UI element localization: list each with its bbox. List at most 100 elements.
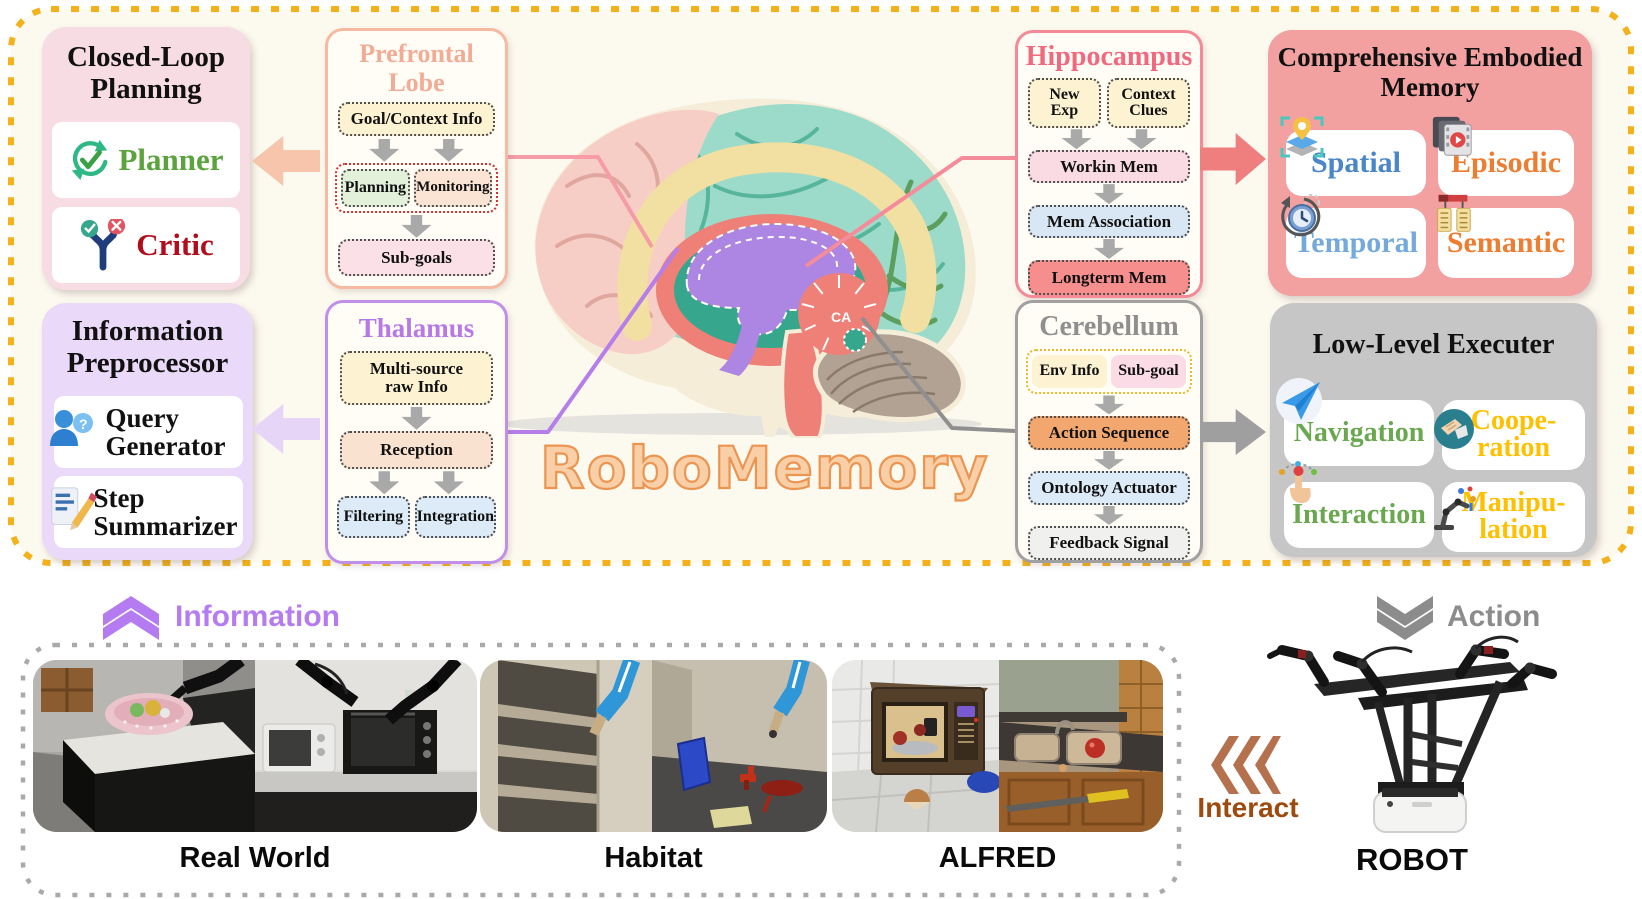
- multi-source-chip: Multi-source raw Info: [340, 351, 493, 406]
- reception-chip: Reception: [340, 431, 493, 470]
- cerebellum-box: Cerebellum Env Info Sub-goal Action Sequ…: [1015, 300, 1203, 563]
- down-arrow: [433, 138, 464, 162]
- embodied-memory-box: Comprehensive Embodied Memory Spatial: [1268, 30, 1592, 296]
- filtering-chip: Filtering: [337, 496, 410, 539]
- real-world-caption: Real World: [179, 842, 331, 874]
- user-question-icon: ?: [46, 404, 98, 461]
- action-down-chevrons-icon: [1377, 596, 1433, 640]
- monitoring-chip: Monitoring: [413, 169, 492, 208]
- closed-loop-planning-box: Closed-Loop Planning Planner: [42, 27, 250, 290]
- sub-goals-chip: Sub-goals: [338, 239, 495, 277]
- brain-illustration: CA: [502, 98, 982, 438]
- robomemory-logo: RoboMemory: [539, 433, 990, 503]
- information-preprocessor-box: Information Preprocessor ? Query Generat…: [42, 303, 253, 560]
- goal-context-chip: Goal/Context Info: [338, 102, 495, 137]
- robot-caption: ROBOT: [1356, 842, 1468, 877]
- down-arrow: [401, 214, 432, 238]
- low-level-executer-box: Low-Level Executer Navigation Co: [1270, 303, 1597, 557]
- robot-illustration: [1267, 635, 1557, 833]
- notes-icon: [1430, 192, 1476, 244]
- cooperation-cell: Coope- ration: [1434, 400, 1585, 470]
- longterm-mem-chip: Longterm Mem: [1028, 259, 1190, 295]
- spatial-label: Spatial: [1310, 145, 1402, 179]
- semantic-cell: Semantic: [1437, 194, 1574, 278]
- down-arrow: [1094, 505, 1124, 525]
- robot-arm-icon: [1430, 458, 1478, 538]
- step-summarizer-label: Step Summarizer: [93, 482, 238, 541]
- touch-icon: [1274, 458, 1322, 512]
- cooperation-label: Coope- ration: [1470, 405, 1557, 463]
- temporal-label: Temporal: [1294, 225, 1418, 259]
- new-exp-chip: New Exp: [1028, 78, 1101, 129]
- thalamus-outputs-row: Filtering Integration: [337, 496, 496, 539]
- manipulation-cell: Manipu- lation: [1434, 482, 1585, 552]
- interact-label: Interact: [1197, 792, 1299, 823]
- planning-chip: Planning: [341, 169, 410, 208]
- real-world-photo-1: [33, 660, 255, 832]
- down-arrow: [1094, 450, 1124, 470]
- action-label: Action: [1447, 600, 1541, 633]
- mem-association-chip: Mem Association: [1028, 204, 1190, 239]
- critic-card: Critic: [52, 207, 240, 283]
- memory-title: Comprehensive Embodied Memory: [1277, 42, 1583, 103]
- cerebellum-title: Cerebellum: [1039, 311, 1179, 342]
- real-world-photos: [33, 660, 477, 832]
- down-arrow: [1061, 129, 1092, 150]
- habitat-photo-1: [480, 660, 652, 832]
- integration-chip: Integration: [414, 496, 496, 539]
- environments-dashed-box: [20, 642, 1182, 898]
- ontology-actuator-chip: Ontology Actuator: [1028, 470, 1190, 505]
- information-up-chevrons-icon: [103, 596, 159, 640]
- thalamus-title: Thalamus: [358, 313, 475, 343]
- executer-title: Low-Level Executer: [1312, 329, 1555, 360]
- habitat-photo-2: [652, 660, 827, 832]
- down-arrow: [401, 406, 432, 430]
- sub-goal-chip: Sub-goal: [1111, 355, 1186, 389]
- prefrontal-lobe-box: Prefrontal Lobe Goal/Context Info Planni…: [325, 28, 508, 289]
- context-clues-chip: Context Clues: [1106, 78, 1190, 129]
- interaction-cell: Interaction: [1279, 461, 1434, 548]
- workin-mem-chip: Workin Mem: [1028, 150, 1190, 184]
- info-preprocessor-title: Information Preprocessor: [66, 315, 229, 380]
- spatial-cell: Spatial: [1280, 116, 1426, 196]
- paper-plane-icon: [1272, 374, 1326, 434]
- feedback-signal-chip: Feedback Signal: [1028, 526, 1190, 561]
- cerebellum-inputs-group: Env Info Sub-goal: [1026, 349, 1192, 395]
- down-arrow: [1094, 239, 1124, 260]
- habitat-caption: Habitat: [604, 842, 703, 874]
- step-summarizer-card: Step Summarizer: [51, 476, 243, 548]
- note-pencil-icon: [46, 484, 98, 541]
- prefrontal-title: Prefrontal Lobe: [359, 39, 474, 98]
- ca-label: CA: [831, 309, 851, 325]
- loop-check-icon: [68, 138, 112, 182]
- real-world-photo-2: [255, 660, 477, 832]
- alfred-photos: [832, 660, 1163, 832]
- map-pin-layers-icon: [1278, 114, 1326, 168]
- episodic-cell: Episodic: [1432, 116, 1574, 196]
- navigation-cell: Navigation: [1276, 378, 1434, 466]
- down-arrow: [369, 138, 400, 162]
- planner-label: Planner: [118, 142, 224, 177]
- interaction-label: Interaction: [1292, 498, 1426, 530]
- query-generator-card: ? Query Generator: [50, 396, 243, 468]
- handshake-icon: [1430, 378, 1478, 458]
- query-generator-label: Query Generator: [105, 402, 226, 461]
- thalamus-box: Thalamus Multi-source raw Info Reception…: [325, 300, 508, 564]
- hippocampus-inputs-row: New Exp Context Clues: [1028, 78, 1190, 129]
- down-arrow: [1094, 395, 1124, 415]
- planner-card: Planner: [52, 122, 240, 198]
- branch-decision-icon: [78, 219, 128, 271]
- hippocampus-title: Hippocampus: [1025, 41, 1193, 72]
- clock-history-icon: [1278, 192, 1326, 246]
- alfred-photo-2: [999, 660, 1163, 832]
- svg-text:?: ?: [79, 416, 88, 432]
- manipulation-label: Manipu- lation: [1461, 487, 1566, 545]
- action-sequence-chip: Action Sequence: [1028, 415, 1190, 450]
- down-arrow: [1126, 129, 1157, 150]
- critic-label: Critic: [136, 227, 214, 262]
- alfred-photo-1: [832, 660, 999, 832]
- information-label: Information: [175, 600, 340, 633]
- env-info-chip: Env Info: [1032, 355, 1107, 389]
- film-frames-icon: [1430, 114, 1476, 166]
